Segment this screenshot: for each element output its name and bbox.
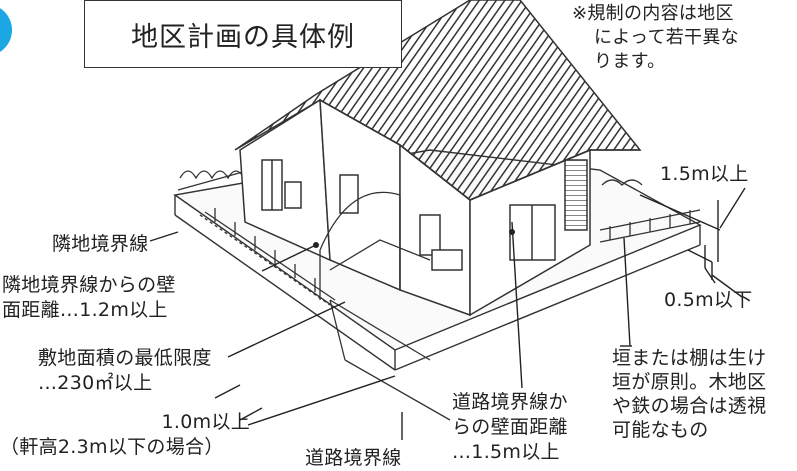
carport [319, 191, 431, 300]
min-lot-area-line-1: 敷地面積の最低限度 [38, 347, 212, 369]
leader-lines [149, 221, 632, 440]
label-neighbor-boundary: 隣地境界線 [52, 233, 149, 255]
left-fence [177, 169, 336, 306]
house-main-body [399, 143, 591, 317]
regulation-note: ※規制の内容は地区 によって若干異な ります。 [572, 2, 739, 74]
hedge-rule-line-4: 可能なもの [612, 419, 709, 441]
label-fence-height-bottom: 0.5m以下 [664, 289, 753, 311]
hedge-rule-line-3: や鉄の場合は透視 [612, 395, 767, 417]
fence-dimension [639, 187, 746, 298]
hedge-rule-line-2: 垣が原則。木地区 [612, 371, 767, 393]
eaves-setback-line-1: 1.0m以上 [161, 411, 250, 433]
label-neighbor-setback: 隣地境界線からの壁 面距離…1.2m以上 [2, 273, 176, 323]
eaves-setback-line-2: （軒高2.3m以下の場合） [0, 436, 224, 458]
note-line-1: ※規制の内容は地区 [572, 3, 734, 24]
label-road-setback: 道路境界線か らの壁面距離 …1.5m以上 [452, 390, 568, 465]
diagram-title-text: 地区計画の具体例 [131, 21, 355, 53]
note-line-2: によって若干異な [594, 27, 739, 48]
min-lot-area-line-2: …230㎡以上 [38, 372, 153, 394]
road-setback-line-1: 道路境界線か [452, 391, 568, 413]
road-setback-line-3: …1.5m以上 [452, 441, 560, 463]
road-setback-line-2: らの壁面距離 [452, 416, 568, 438]
neighbor-setback-line-2: 面距離…1.2m以上 [2, 299, 168, 321]
hedge-rule-line-1: 垣または棚は生け [612, 347, 767, 369]
note-line-3: ります。 [594, 51, 666, 72]
driveway [329, 299, 451, 421]
label-hedge-rule: 垣または棚は生け 垣が原則。木地区 や鉄の場合は透視 可能なもの [612, 346, 766, 442]
house-left-wing [239, 98, 401, 292]
label-eaves-setback: 1.0m以上 （軒高2.3m以下の場合） [0, 410, 250, 460]
label-fence-height-top: 1.5m以上 [660, 163, 749, 185]
label-road-boundary: 道路境界線 [305, 447, 402, 469]
label-min-lot-area: 敷地面積の最低限度 …230㎡以上 [38, 346, 212, 396]
diagram-title: 地区計画の具体例 [84, 0, 402, 68]
neighbor-setback-line-1: 隣地境界線からの壁 [2, 274, 176, 296]
